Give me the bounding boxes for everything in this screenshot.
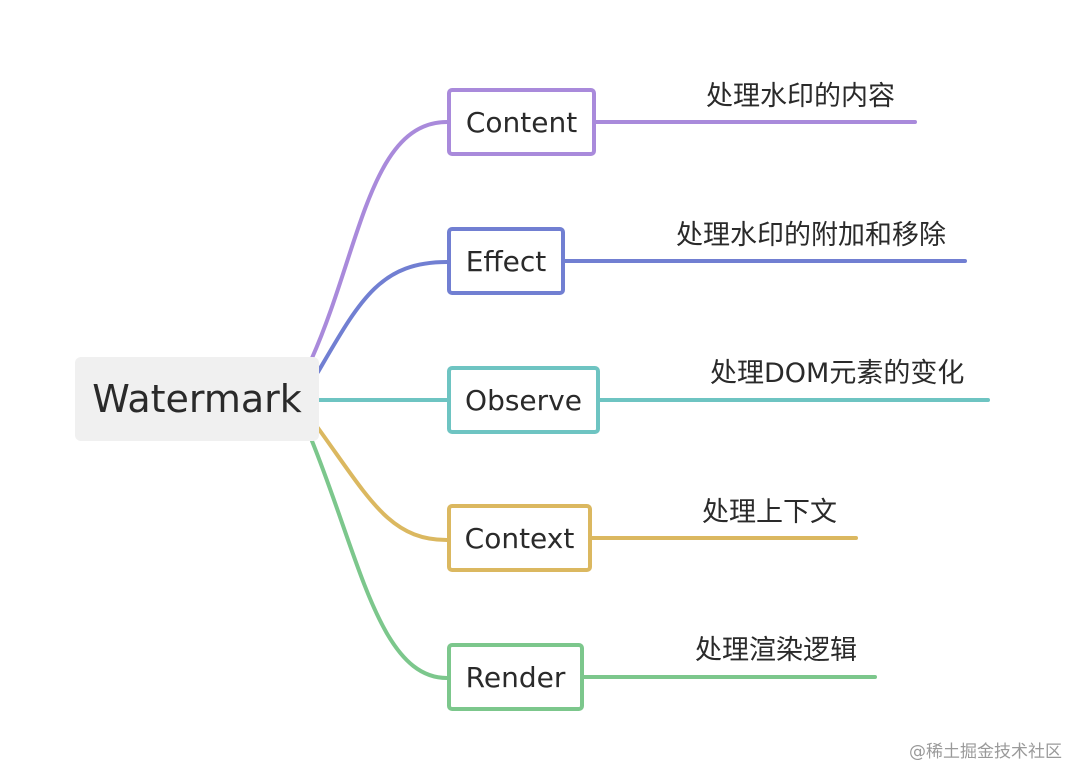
branch-node-observe[interactable]: Observe (447, 366, 600, 434)
connector-content (310, 120, 449, 360)
leaf-text-context: 处理上下文 (702, 497, 837, 528)
leaf-text-observe: 处理DOM元素的变化 (710, 358, 965, 389)
root-label: Watermark (92, 377, 302, 421)
branch-label-render: Render (465, 660, 566, 694)
connector-context (316, 426, 449, 542)
leaf-text-effect: 处理水印的附加和移除 (676, 220, 946, 251)
leaf-text-content: 处理水印的内容 (706, 81, 895, 112)
site-watermark: @稀土掘金技术社区 (909, 742, 1062, 762)
branch-node-content[interactable]: Content (447, 88, 596, 156)
branch-node-effect[interactable]: Effect (447, 227, 565, 295)
branch-label-effect: Effect (465, 244, 547, 278)
branch-label-observe: Observe (465, 383, 582, 417)
leaf-text-render: 处理渲染逻辑 (695, 635, 857, 666)
branch-node-context[interactable]: Context (447, 504, 592, 572)
connector-effect (316, 260, 449, 374)
branch-node-render[interactable]: Render (447, 643, 584, 711)
branch-label-context: Context (464, 521, 575, 555)
branch-label-content: Content (465, 105, 578, 139)
root-node[interactable]: Watermark (75, 357, 319, 441)
connector-render (310, 439, 449, 680)
